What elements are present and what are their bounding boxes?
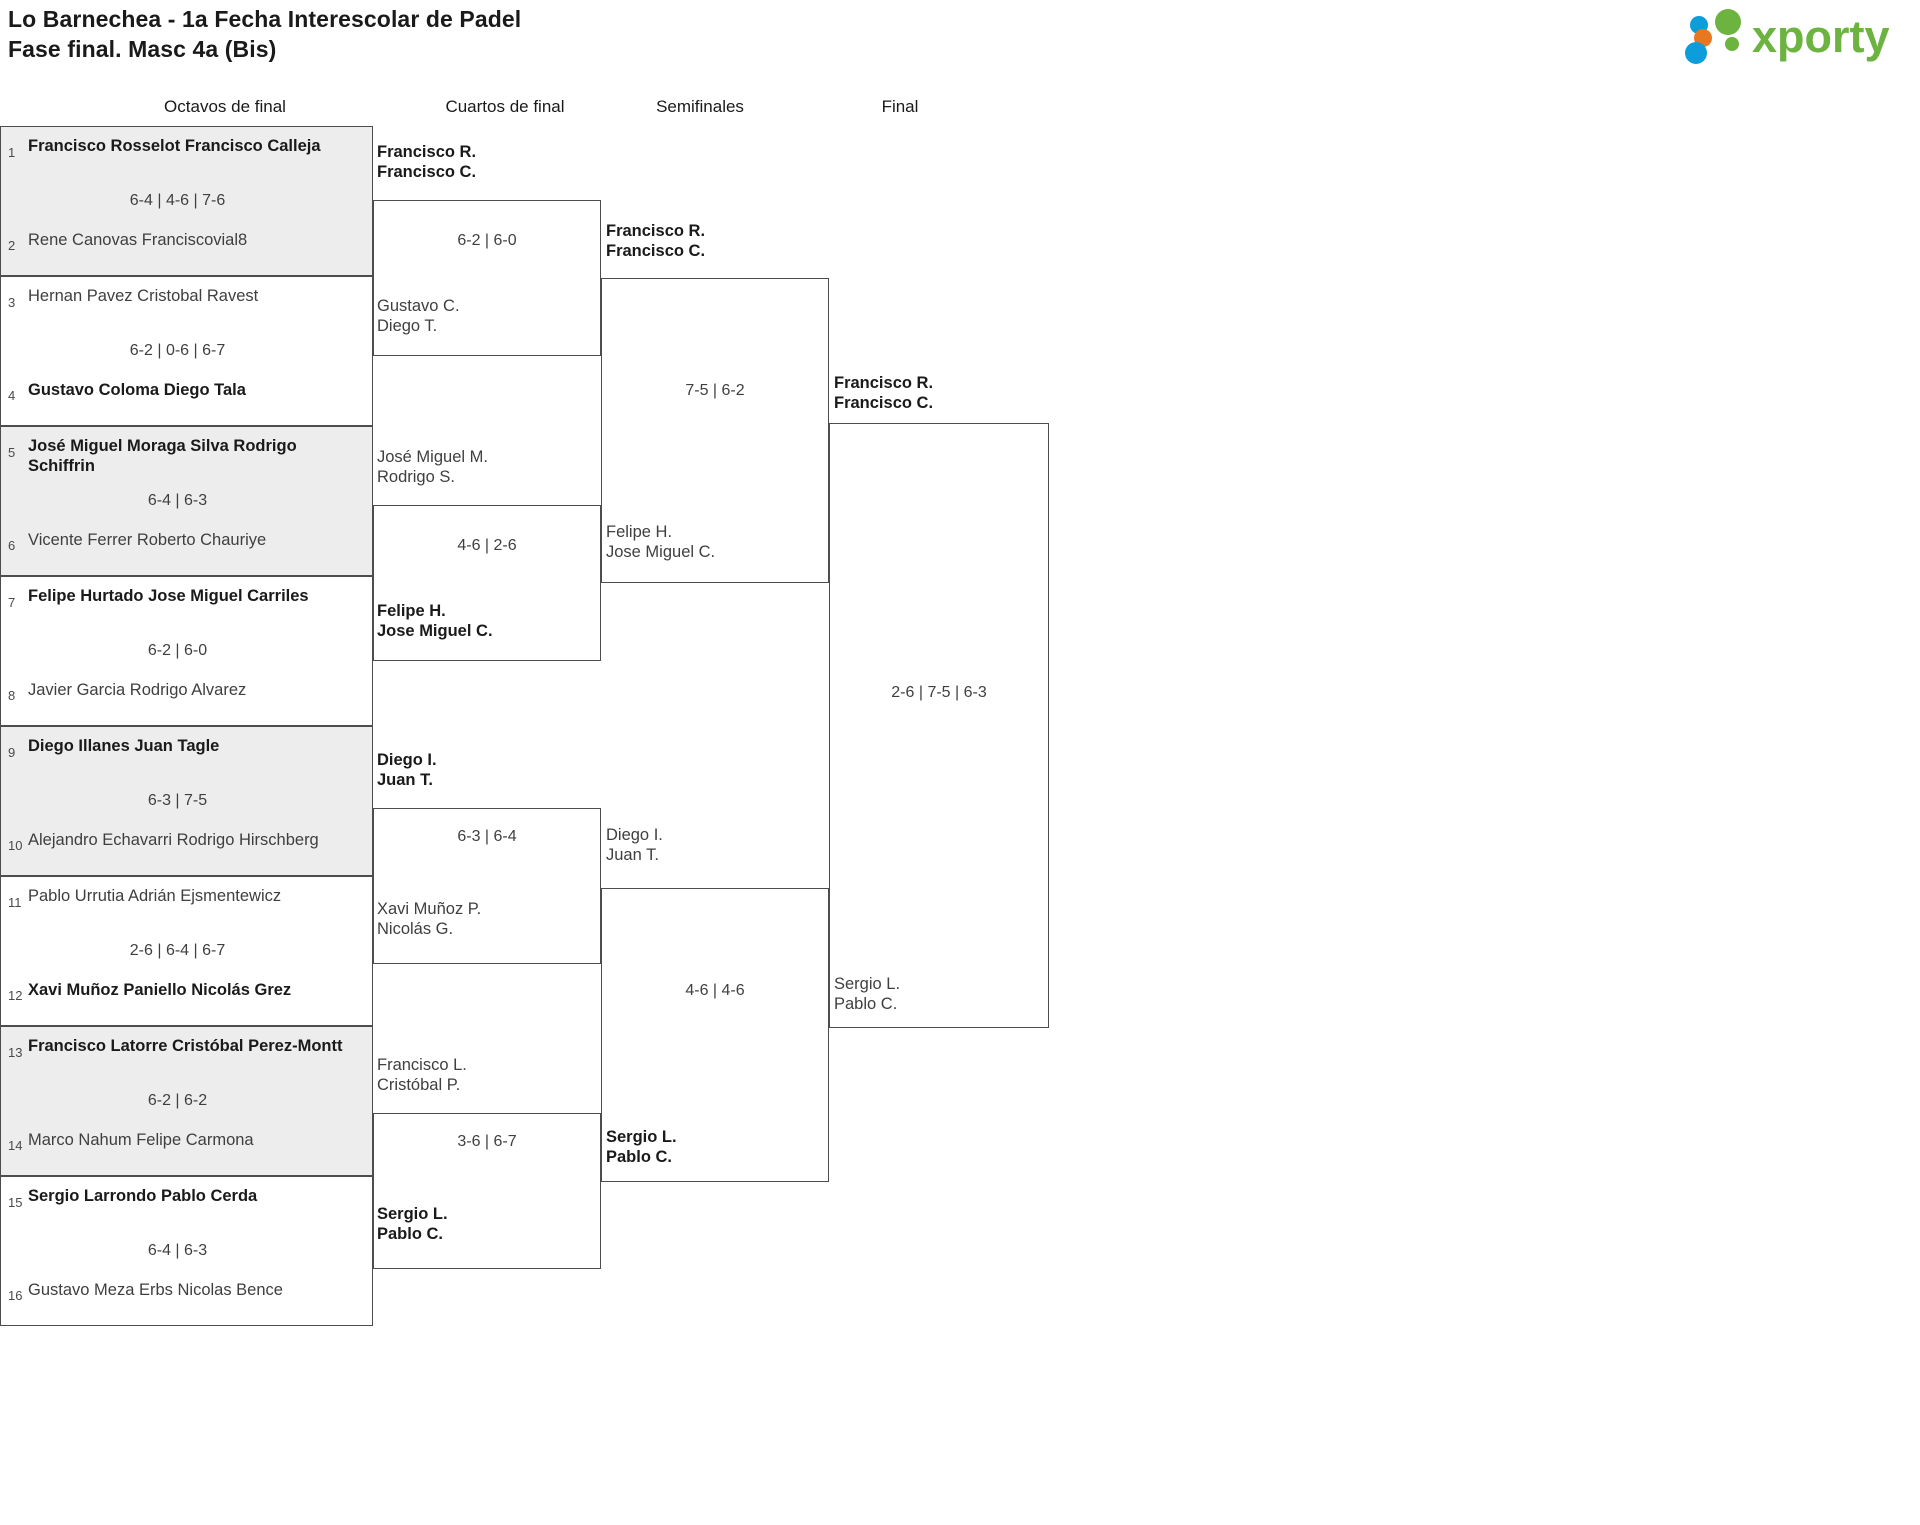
r2-match-2-box[interactable]	[373, 505, 601, 661]
r2-match-3-box[interactable]	[373, 808, 601, 964]
logo-dots-icon	[1685, 9, 1741, 64]
tournament-subtitle: Fase final. Masc 4a (Bis)	[8, 36, 277, 62]
seed-number: 7	[8, 595, 16, 610]
match-score: 6-4 | 4-6 | 7-6	[129, 192, 226, 209]
r2-match-1-team-bottom: Gustavo C. Diego T.	[377, 297, 460, 335]
seed-number: 15	[8, 1195, 23, 1210]
r4-match-1-team-top: Francisco R. Francisco C.	[834, 374, 934, 412]
r2-match-1-team-top: Francisco R. Francisco C.	[377, 143, 477, 181]
round-header-octavos: Octavos de final	[164, 97, 286, 116]
r3-match-2-team-top: Diego I. Juan T.	[606, 826, 663, 864]
seed-number: 10	[8, 838, 23, 853]
team-top: Francisco Rosselot Francisco Calleja	[28, 137, 321, 155]
r2-match-2-team-bottom: Felipe H. Jose Miguel C.	[377, 602, 493, 640]
r2-match-4-team-top: Francisco L. Cristóbal P.	[377, 1056, 467, 1094]
r2-match-1-score: 6-2 | 6-0	[457, 232, 517, 249]
team-top: Pablo Urrutia Adrián Ejsmentewicz	[28, 887, 282, 905]
team-bottom: Marco Nahum Felipe Carmona	[28, 1131, 254, 1149]
team-bottom: Xavi Muñoz Paniello Nicolás Grez	[28, 981, 292, 999]
r1-match-5[interactable]: 9 Diego Illanes Juan Tagle 6-3 | 7-5 10 …	[0, 726, 373, 876]
match-score: 6-2 | 6-0	[147, 642, 208, 659]
round-header-semis: Semifinales	[656, 97, 744, 116]
r2-match-1-box[interactable]	[373, 200, 601, 356]
r4-match-1-score: 2-6 | 7-5 | 6-3	[891, 684, 987, 701]
r2-match-3-team-top: Diego I. Juan T.	[377, 751, 437, 789]
seed-number: 16	[8, 1288, 23, 1303]
tournament-title: Lo Barnechea - 1a Fecha Interescolar de …	[8, 6, 522, 32]
team-top: Diego Illanes Juan Tagle	[28, 737, 220, 755]
r1-match-4[interactable]: 7 Felipe Hurtado Jose Miguel Carriles 6-…	[0, 576, 373, 726]
team-bottom: Alejandro Echavarri Rodrigo Hirschberg	[28, 831, 319, 849]
seed-number: 8	[8, 688, 16, 703]
seed-number: 5	[8, 445, 16, 460]
match-score: 6-2 | 6-2	[147, 1092, 208, 1109]
seed-number: 1	[8, 145, 16, 160]
r3-match-2-score: 4-6 | 4-6	[685, 982, 745, 999]
r3-match-1-score: 7-5 | 6-2	[685, 382, 745, 399]
r2-match-3-score: 6-3 | 6-4	[457, 828, 517, 845]
team-top: Francisco Latorre Cristóbal Perez-Montt	[28, 1037, 343, 1055]
seed-number: 9	[8, 745, 16, 760]
seed-number: 12	[8, 988, 23, 1003]
team-bottom: Gustavo Meza Erbs Nicolas Bence	[28, 1281, 283, 1299]
seed-number: 14	[8, 1138, 23, 1153]
logo-wordmark: xporty	[1752, 11, 1890, 62]
xporty-logo[interactable]: xporty	[1666, 8, 1898, 66]
r1-match-6[interactable]: 11 Pablo Urrutia Adrián Ejsmentewicz 2-6…	[0, 876, 373, 1026]
team-top: Felipe Hurtado Jose Miguel Carriles	[28, 587, 309, 605]
r1-match-2[interactable]: 3 Hernan Pavez Cristobal Ravest 6-2 | 0-…	[0, 276, 373, 426]
r3-match-1-team-top: Francisco R. Francisco C.	[606, 222, 706, 260]
r4-match-1-team-bottom: Sergio L. Pablo C.	[834, 975, 901, 1013]
round-header-cuartos: Cuartos de final	[445, 97, 565, 116]
r2-match-4-team-bottom: Sergio L. Pablo C.	[377, 1205, 448, 1243]
team-top: José Miguel Moraga Silva Rodrigo Schiffr…	[28, 437, 297, 475]
team-bottom: Rene Canovas Franciscovial8	[28, 231, 248, 249]
team-top: Hernan Pavez Cristobal Ravest	[28, 287, 259, 305]
match-score: 6-4 | 6-3	[147, 1242, 208, 1259]
r3-match-2-team-bottom: Sergio L. Pablo C.	[606, 1128, 677, 1166]
team-bottom: Vicente Ferrer Roberto Chauriye	[28, 531, 267, 549]
r2-match-2-score: 4-6 | 2-6	[457, 537, 517, 554]
round-header-final: Final	[881, 97, 919, 116]
team-top: Sergio Larrondo Pablo Cerda	[28, 1187, 258, 1205]
match-score: 6-3 | 7-5	[147, 792, 208, 809]
r1-match-7[interactable]: 13 Francisco Latorre Cristóbal Perez-Mon…	[0, 1026, 373, 1176]
team-bottom: Javier Garcia Rodrigo Alvarez	[28, 681, 247, 699]
r2-match-4-box[interactable]	[373, 1113, 601, 1269]
r2-match-3-team-bottom: Xavi Muñoz P. Nicolás G.	[377, 900, 482, 938]
page-title: Lo Barnechea - 1a Fecha Interescolar de …	[8, 4, 521, 64]
r3-match-2-box[interactable]	[601, 888, 829, 1182]
seed-number: 3	[8, 295, 16, 310]
match-score: 6-4 | 6-3	[147, 492, 208, 509]
match-score: 2-6 | 6-4 | 6-7	[129, 942, 226, 959]
seed-number: 4	[8, 388, 16, 403]
seed-number: 2	[8, 238, 16, 253]
r3-match-1-team-bottom: Felipe H. Jose Miguel C.	[606, 523, 716, 561]
seed-number: 11	[8, 895, 22, 910]
match-score: 6-2 | 0-6 | 6-7	[129, 342, 226, 359]
team-bottom: Gustavo Coloma Diego Tala	[28, 381, 246, 399]
r1-match-3[interactable]: 5 José Miguel Moraga Silva Rodrigo Schif…	[0, 426, 373, 576]
r1-match-8[interactable]: 15 Sergio Larrondo Pablo Cerda 6-4 | 6-3…	[0, 1176, 373, 1326]
r3-match-1-box[interactable]	[601, 278, 829, 583]
seed-number: 6	[8, 538, 16, 553]
r1-match-1[interactable]: 1 Francisco Rosselot Francisco Calleja 6…	[0, 126, 373, 276]
r4-match-1-box[interactable]	[829, 423, 1049, 1028]
r2-match-2-team-top: José Miguel M. Rodrigo S.	[377, 448, 488, 486]
r2-match-4-score: 3-6 | 6-7	[457, 1133, 517, 1150]
seed-number: 13	[8, 1045, 23, 1060]
